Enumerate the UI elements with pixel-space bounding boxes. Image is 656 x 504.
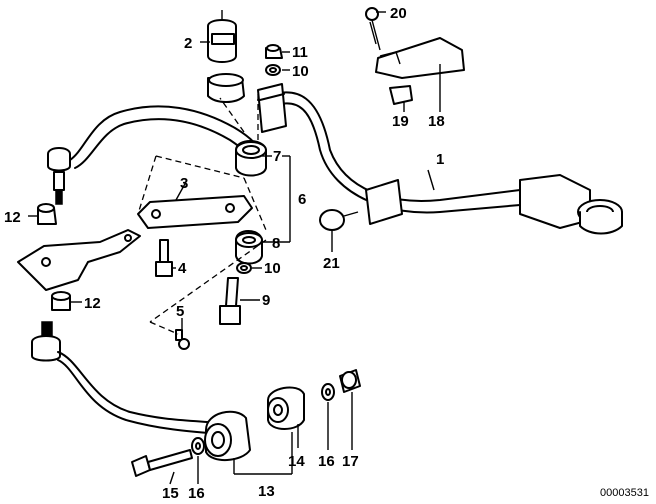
- bracket-18: [375, 37, 465, 79]
- bracket-plate: [17, 229, 141, 291]
- nut-12-lower: [51, 291, 71, 311]
- label-part-2: 2: [184, 35, 192, 52]
- bushing-13: [204, 410, 251, 461]
- clip-nut-19: [389, 85, 413, 105]
- stabilizer-bush-upper: [207, 73, 245, 103]
- part-labels: 2 11 10 20 19 18 1 7 6 3 8 10 4 9 5 21 1…: [4, 5, 649, 502]
- stabilizer-bar: [69, 91, 521, 214]
- label-part-10-upper: 10: [292, 63, 309, 80]
- bushing-8: [235, 230, 263, 265]
- washer-10-upper: [265, 64, 281, 76]
- label-part-21: 21: [323, 255, 340, 272]
- screw-20: [365, 7, 381, 51]
- label-part-19: 19: [392, 113, 409, 130]
- label-part-14: 14: [288, 453, 305, 470]
- nut-17: [339, 369, 361, 393]
- stabilizer-link: [47, 147, 71, 205]
- washer-10-lower: [236, 262, 252, 274]
- washer-16-right: [321, 383, 335, 401]
- label-part-3: 3: [180, 175, 188, 192]
- rubber-stop-21: [319, 209, 359, 231]
- crossmember-1: [365, 174, 623, 235]
- label-part-8: 8: [272, 235, 280, 252]
- label-part-1: 1: [436, 151, 444, 168]
- label-part-12-lower: 12: [84, 295, 101, 312]
- bolt-15: [131, 449, 193, 477]
- label-part-16-right: 16: [318, 453, 335, 470]
- label-part-15: 15: [162, 485, 179, 502]
- document-number: 00003531: [600, 487, 649, 499]
- dashed-reference-lines: [137, 90, 267, 335]
- label-part-13: 13: [258, 483, 275, 500]
- nut-12-upper: [37, 203, 57, 225]
- bolt-9: [219, 277, 241, 325]
- screw-5: [175, 329, 190, 350]
- mounting-plate-3: [137, 195, 253, 229]
- label-part-18: 18: [428, 113, 445, 130]
- bolt-4: [155, 239, 173, 277]
- nut-11: [265, 44, 283, 59]
- label-part-16-left: 16: [188, 485, 205, 502]
- label-part-5: 5: [176, 303, 184, 320]
- label-part-6: 6: [298, 191, 306, 208]
- clamp-bracket: [257, 83, 287, 133]
- label-part-11: 11: [292, 44, 308, 61]
- washer-16-left: [191, 437, 205, 455]
- leader-lines: [28, 11, 441, 485]
- label-part-7: 7: [273, 148, 281, 165]
- control-arm: [31, 321, 225, 435]
- bushing-14: [267, 386, 305, 430]
- label-part-12-upper: 12: [4, 209, 21, 226]
- label-part-17: 17: [342, 453, 359, 470]
- label-part-9: 9: [262, 292, 270, 309]
- label-part-4: 4: [178, 260, 187, 277]
- label-part-10-lower: 10: [264, 260, 281, 277]
- rubber-bushing-7: [235, 140, 267, 177]
- rubber-mount-2: [207, 10, 237, 63]
- label-part-20: 20: [390, 5, 407, 22]
